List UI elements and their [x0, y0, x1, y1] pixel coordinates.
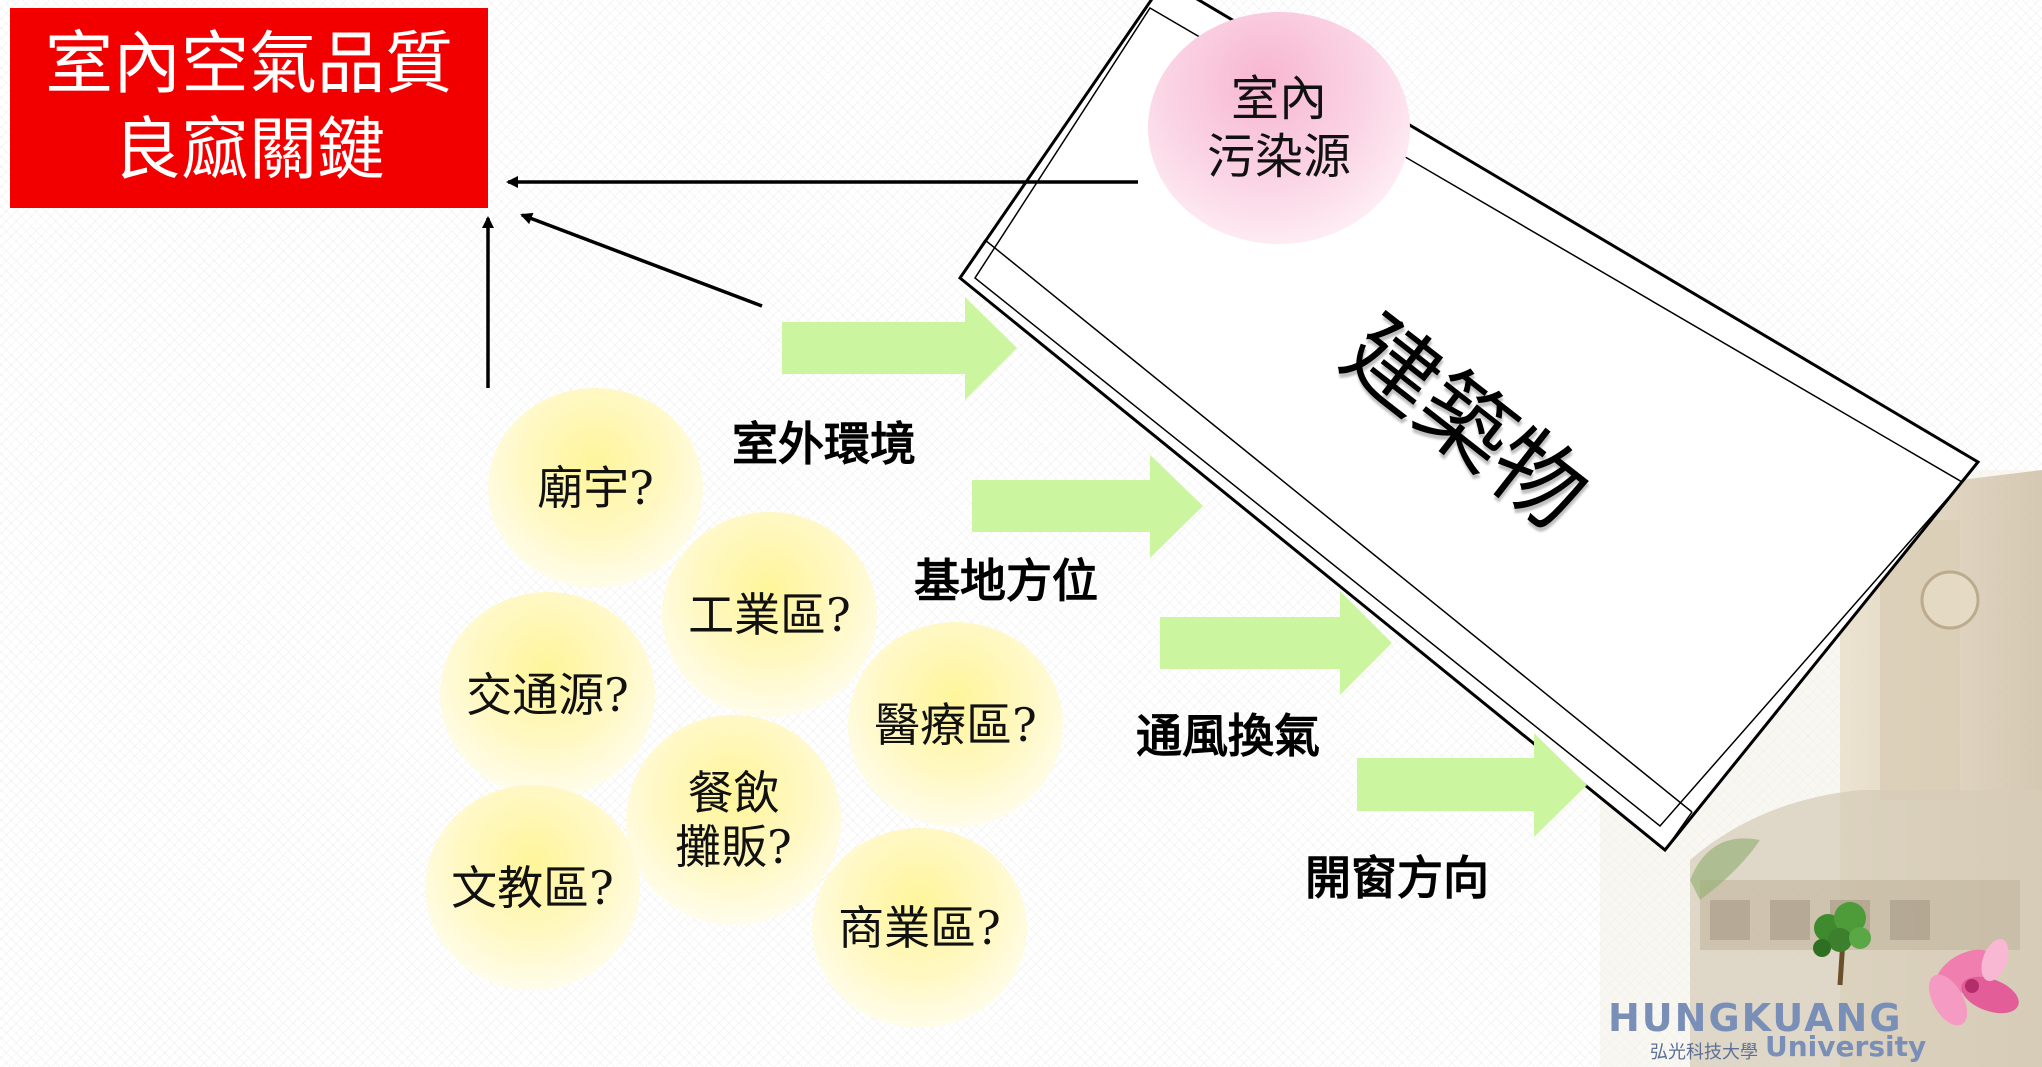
source-medical: 醫療區?	[848, 622, 1063, 827]
factor-outdoor: 室外環境	[732, 417, 916, 471]
green-arrow-2	[972, 455, 1203, 558]
source-commercial: 商業區?	[812, 828, 1027, 1028]
green-arrow-4	[1357, 733, 1587, 837]
source-industrial: 工業區?	[662, 512, 877, 717]
source-temple: 廟宇?	[488, 388, 703, 588]
source-food-vendors: 餐飲 攤販?	[626, 715, 841, 925]
logo-wordmark: HUNGKUANG	[1608, 996, 1903, 1040]
source-medical-label: 醫療區?	[874, 697, 1037, 752]
green-arrow-1	[782, 297, 1017, 400]
green-arrow-3	[1160, 591, 1392, 695]
factor-orientation: 基地方位	[914, 554, 1098, 608]
indoor-source-line-1: 室內	[1230, 71, 1327, 127]
arrow-diagonal-to-title	[520, 212, 763, 308]
source-food-label-2: 攤販?	[675, 820, 792, 874]
title-line-2: 良窳關鍵	[112, 111, 385, 190]
source-temple-label: 廟宇?	[537, 461, 654, 515]
tree-icon	[1813, 902, 1871, 986]
source-industrial-label: 工業區?	[688, 587, 851, 642]
title-box: 室內空氣品質 良窳關鍵	[10, 8, 488, 208]
source-traffic: 交通源?	[440, 592, 655, 797]
source-food-label-1: 餐飲	[687, 766, 780, 820]
flower-icon	[1928, 938, 2019, 1026]
factor-window: 開窗方向	[1305, 851, 1489, 905]
source-traffic-label: 交通源?	[466, 667, 629, 722]
factor-ventilation: 通風換氣	[1136, 709, 1320, 763]
source-education-label: 文教區?	[451, 860, 614, 915]
source-education: 文教區?	[425, 785, 640, 990]
source-commercial-label: 商業區?	[838, 901, 1001, 955]
indoor-source-line-2: 污染源	[1206, 129, 1351, 185]
logo-subtitle-en: University	[1765, 1030, 1927, 1063]
title-line-1: 室內空氣品質	[44, 25, 453, 104]
logo-subtitle-cn: 弘光科技大學	[1650, 1042, 1758, 1063]
indoor-source-circle: 室內 污染源	[1148, 12, 1410, 244]
